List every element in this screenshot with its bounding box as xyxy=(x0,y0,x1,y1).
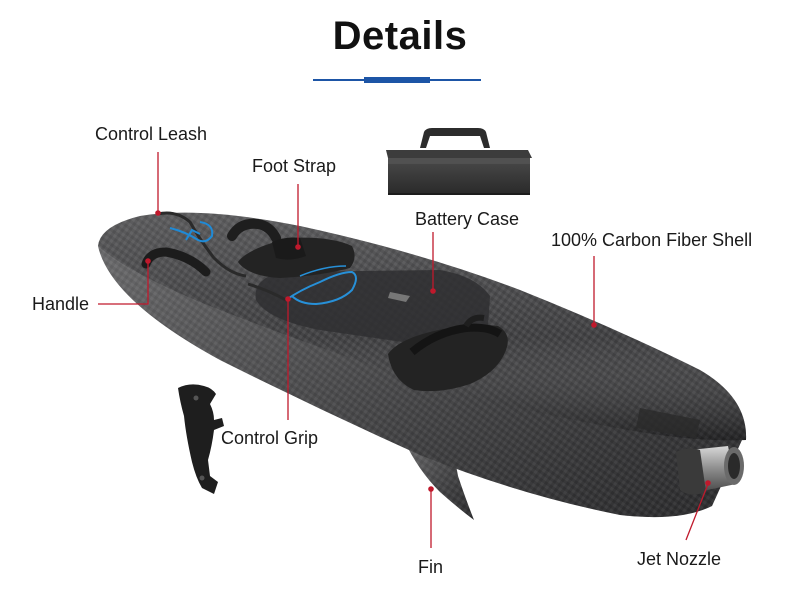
control-grip-cable-image xyxy=(247,265,357,306)
page-title: Details xyxy=(332,14,468,58)
label-foot-strap: Foot Strap xyxy=(252,156,337,176)
leader-carbon-shell-dot xyxy=(591,322,597,328)
leader-handle xyxy=(98,262,149,305)
leader-control-grip-dot xyxy=(285,296,291,302)
control-leash-cable-image xyxy=(157,211,247,278)
label-control-leash: Control Leash xyxy=(95,124,208,144)
battery-case-image xyxy=(386,128,532,195)
label-control-grip: Control Grip xyxy=(221,428,319,448)
rear-foot-strap-image xyxy=(388,314,508,392)
leader-battery-case-dot xyxy=(430,288,436,294)
control-grip-image xyxy=(178,384,224,494)
leader-foot-strap-dot xyxy=(295,244,301,250)
leader-handle-dot xyxy=(145,258,151,264)
fin-image xyxy=(404,440,474,520)
label-battery-case: Battery Case xyxy=(415,209,520,229)
jet-nozzle-image xyxy=(676,446,744,495)
leader-lines xyxy=(98,152,711,548)
title-underline-accent xyxy=(364,77,430,83)
label-jet-nozzle: Jet Nozzle xyxy=(637,549,722,569)
label-carbon-shell: 100% Carbon Fiber Shell xyxy=(551,230,753,250)
leader-control-leash-dot xyxy=(155,210,161,216)
leader-jet-nozzle xyxy=(685,483,709,541)
leader-jet-nozzle-dot xyxy=(705,480,711,486)
label-fin: Fin xyxy=(418,557,444,577)
handle-image xyxy=(141,247,211,277)
label-handle: Handle xyxy=(32,294,90,314)
leader-fin-dot xyxy=(428,486,434,492)
